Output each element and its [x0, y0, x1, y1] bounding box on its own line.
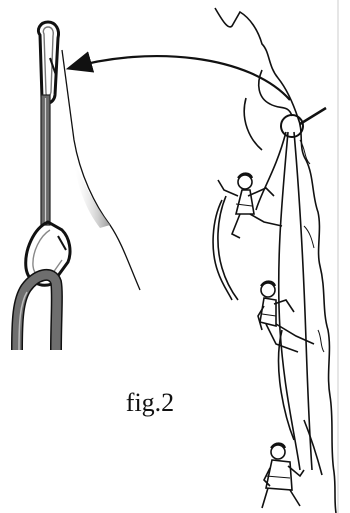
climber-icon — [218, 174, 282, 239]
rope-icon — [17, 275, 57, 350]
figure-caption: fig.2 — [100, 388, 200, 418]
rope-icon — [213, 70, 322, 475]
detail-rock — [62, 50, 140, 290]
curved-arrow-icon — [70, 56, 290, 100]
carabiner-icon — [38, 22, 58, 103]
cliff-face — [215, 0, 338, 513]
quickdraw-sling-icon — [41, 95, 50, 225]
